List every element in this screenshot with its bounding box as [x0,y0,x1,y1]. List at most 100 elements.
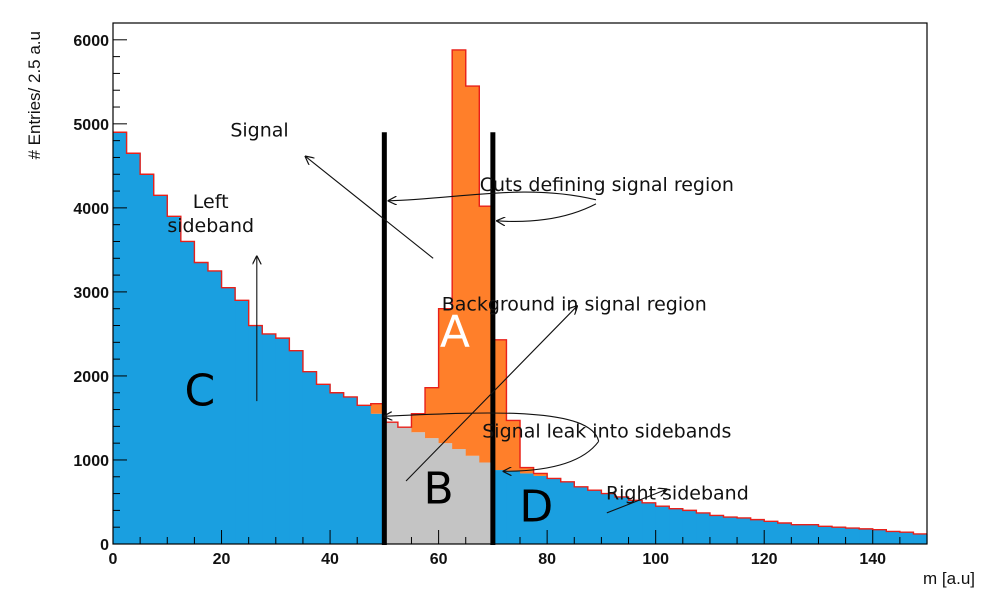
background-bar [207,270,223,544]
annotation-line: Background in signal region [442,293,707,315]
x-tick-label: 60 [430,551,448,568]
background-bar [709,515,725,544]
background-bar [601,493,616,544]
background-bar [791,524,806,544]
background-bar [248,325,263,544]
background-bar [723,517,738,544]
background-bar [533,475,548,544]
y-axis-label: # Entries/ 2.5 a.u [25,31,44,160]
background-bar [262,333,277,544]
y-tick-label: 2000 [73,369,109,386]
background-bar [696,512,711,544]
annotation-line: Signal leak into sidebands [482,420,731,442]
signal-leak-arrow-left [384,413,600,442]
region-label-d: D [519,481,553,532]
annotation-bkg-signal-region: Background in signal region [442,293,707,315]
x-tick-label: 0 [109,551,118,568]
signal-leak-arrow-right [504,440,600,471]
background-bar [655,506,670,544]
background-bar [642,502,657,544]
background-bar [465,455,480,544]
background-bar [587,490,602,544]
x-tick-label: 80 [538,551,556,568]
signal-bar [452,49,467,450]
background-bar [520,473,535,544]
signal-arrow [306,157,434,259]
background-bar [167,216,182,544]
background-bar [845,528,860,544]
annotation-line: Signal [230,119,288,141]
annotation-signal-leak: Signal leak into sidebands [482,420,731,442]
background-bar [411,432,426,544]
background-bar [547,478,562,544]
x-tick-label: 100 [642,551,669,568]
background-bar [316,384,331,544]
background-bar [804,524,820,544]
x-axis-label: m [a.u] [923,569,975,588]
signal-bar [411,413,426,433]
background-bar [899,532,915,544]
total-outline [113,49,927,535]
background-bar [492,470,508,544]
background-bar [289,350,304,544]
background-bar [479,462,494,544]
y-tick-label: 5000 [73,117,109,134]
signal-bar [479,206,494,463]
background-bar [764,521,779,544]
background-bar [140,174,155,545]
signal-bar [438,308,453,444]
background-bar [628,500,643,544]
signal-bar [533,473,548,476]
background-bar [275,338,290,544]
background-bar [194,262,209,544]
signal-bar [370,403,385,414]
annotation-line: sideband [167,215,254,237]
signal-bar [465,86,480,456]
signal-bar [492,339,508,471]
background-bar [235,300,250,544]
y-tick-label: 0 [100,537,109,554]
cuts-arrow-right [497,203,597,222]
background-bar [384,422,399,544]
background-bar [425,438,440,544]
y-tick-label: 4000 [73,201,109,218]
annotation-line: Cuts defining signal region [480,174,734,196]
signal-bar [425,387,440,439]
x-tick-label: 120 [751,551,778,568]
background-bar [913,533,928,544]
background-bar [126,153,141,544]
background-bar [330,392,345,544]
y-tick-label: 6000 [73,33,109,50]
right-sideband-arrow [606,489,667,514]
background-bar [221,287,236,544]
background-bar [682,510,697,544]
background-bar [872,529,887,544]
background-bar [574,486,589,544]
annotation-cuts: Cuts defining signal region [480,174,734,196]
background-bar [438,443,453,544]
background-bar [737,517,752,544]
background-bar [506,470,521,544]
background-bar [560,481,575,544]
background-bar [818,526,833,544]
y-tick-label: 1000 [73,453,109,470]
signal-bar [506,420,521,471]
background-bar [750,519,765,544]
background-bar [669,508,684,544]
background-bar [370,413,385,544]
region-label-a: A [440,307,470,358]
x-tick-label: 20 [213,551,231,568]
background-bar [113,132,128,544]
background-bar [302,371,318,544]
background-bar [832,527,847,544]
region-label-b: B [424,464,454,515]
background-in-signal-region-arrow [405,306,577,482]
cuts-arrow-left [389,191,597,201]
background-bar [452,449,467,544]
background-bar [886,531,901,544]
background-bar [357,405,372,544]
annotation-signal: Signal [230,119,288,141]
background-bar [397,427,413,544]
y-tick-label: 3000 [73,285,109,302]
